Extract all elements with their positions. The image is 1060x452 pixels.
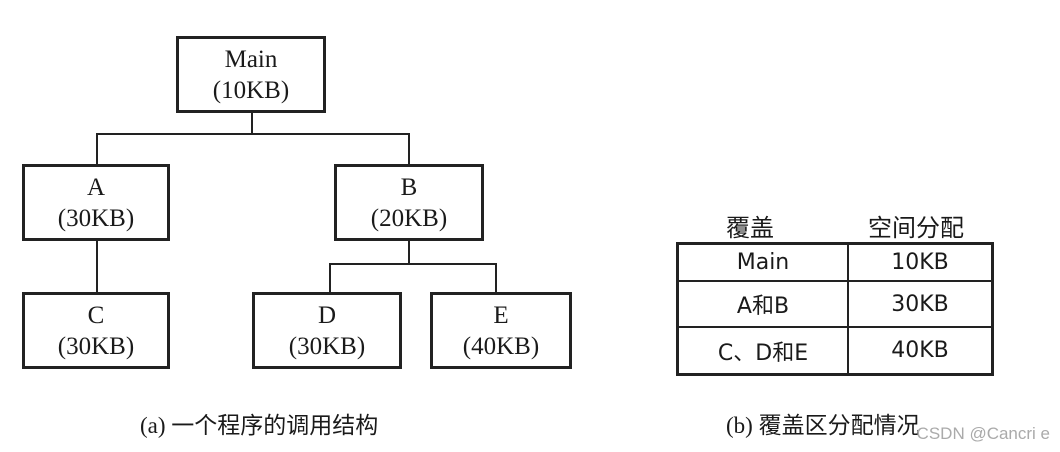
node-a-size: (30KB) — [57, 204, 135, 232]
node-a: A (30KB) — [22, 164, 170, 241]
node-e: E (40KB) — [430, 292, 572, 369]
edge-to-b — [408, 133, 410, 165]
watermark: CSDN @Cancri e — [916, 424, 1050, 443]
table-header-space: 空间分配 — [868, 216, 964, 242]
node-c-name: C — [87, 301, 105, 329]
table-cell-space: 40KB — [847, 326, 994, 376]
node-b-size: (20KB) — [370, 204, 448, 232]
edge-a-to-c — [96, 239, 98, 293]
edge-main-bar — [96, 133, 410, 135]
table-header-overlay: 覆盖 — [726, 216, 774, 242]
edge-b-down — [408, 239, 410, 264]
node-main-name: Main — [224, 45, 278, 73]
caption-call-structure: (a) 一个程序的调用结构 — [140, 413, 379, 438]
table-cell-overlay: A和B — [676, 280, 849, 329]
node-e-name: E — [493, 301, 509, 329]
table-row: A和B 30KB — [676, 280, 994, 329]
node-c: C (30KB) — [22, 292, 170, 369]
table-cell-space: 30KB — [847, 280, 994, 329]
caption-overlay-allocation: (b) 覆盖区分配情况 — [726, 413, 920, 438]
table-cell-space: 10KB — [847, 242, 994, 283]
node-main: Main (10KB) — [176, 36, 326, 113]
node-main-size: (10KB) — [212, 76, 290, 104]
node-b-name: B — [400, 173, 418, 201]
table-row: C、D和E 40KB — [676, 326, 994, 376]
edge-to-e — [495, 263, 497, 293]
node-a-name: A — [86, 173, 106, 201]
node-d-size: (30KB) — [288, 332, 366, 360]
table-cell-overlay: C、D和E — [676, 326, 849, 376]
node-e-size: (40KB) — [462, 332, 540, 360]
node-d: D (30KB) — [252, 292, 402, 369]
edge-main-down — [251, 112, 253, 134]
edge-to-d — [329, 263, 331, 293]
node-b: B (20KB) — [334, 164, 484, 241]
node-c-size: (30KB) — [57, 332, 135, 360]
node-d-name: D — [317, 301, 337, 329]
table-row: Main 10KB — [676, 242, 994, 283]
table-cell-overlay: Main — [676, 242, 849, 283]
edge-to-a — [96, 133, 98, 165]
edge-b-bar — [329, 263, 497, 265]
overlay-table: Main 10KB A和B 30KB C、D和E 40KB — [676, 242, 994, 376]
